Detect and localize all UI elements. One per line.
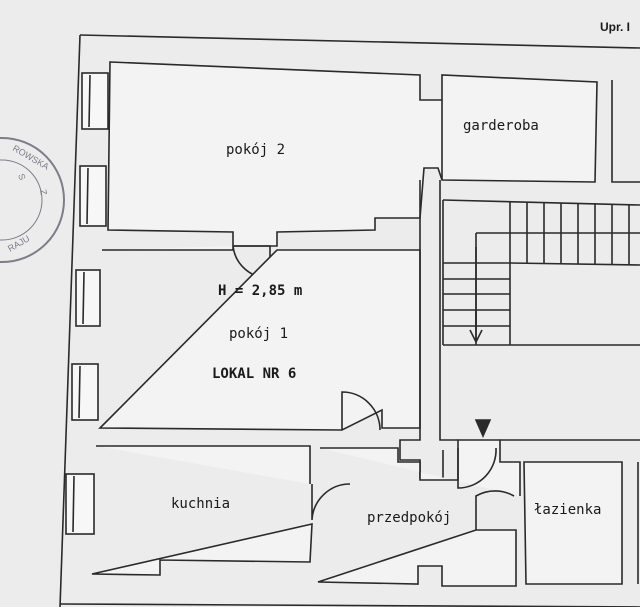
room-kuchnia (91, 445, 313, 576)
ceiling-height-label: H = 2,85 m (218, 283, 303, 299)
stair-arrow (469, 310, 483, 344)
entrance-arrow (474, 419, 492, 438)
room-label-pokoj-2: pokój 2 (226, 142, 286, 158)
room-label-pokoj-1: pokój 1 (229, 326, 289, 342)
door-lazienka (475, 490, 515, 530)
corridor-wall-2 (439, 180, 458, 441)
door-kuchnia (311, 483, 351, 521)
outer-wall-top (79, 34, 640, 49)
room-label-lazienka: łazienka (534, 502, 602, 518)
room-label-garderoba: garderoba (463, 118, 539, 134)
room-label-kuchnia: kuchnia (171, 496, 231, 512)
door-entrance (457, 447, 497, 489)
svg-text:S: S (16, 172, 27, 181)
unit-number-label: LOKAL NR 6 (212, 366, 297, 382)
svg-text:Z: Z (38, 189, 49, 197)
outer-wall-left (59, 34, 81, 607)
room-label-przedpokoj: przedpokój (367, 510, 452, 526)
upr-label: Upr. I (600, 20, 631, 34)
door-pokoj1-hall (341, 391, 381, 431)
room-lazienka (523, 461, 623, 585)
room-right-top (611, 80, 640, 183)
windows-left (65, 72, 109, 535)
